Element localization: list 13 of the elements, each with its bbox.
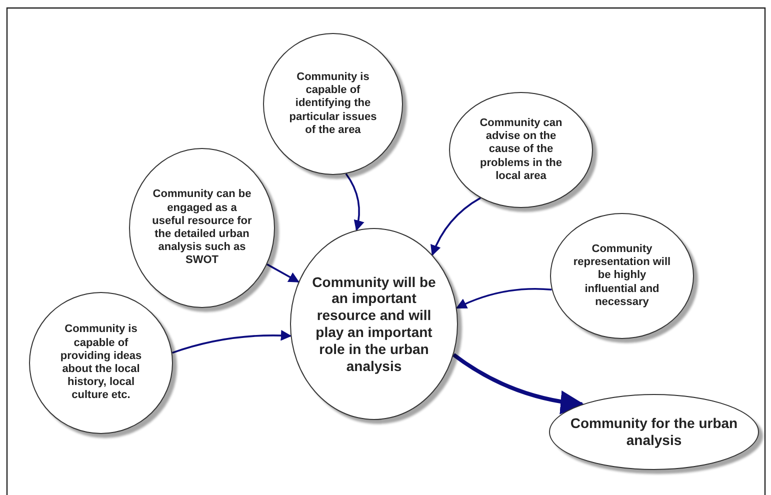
arrow: [430, 197, 481, 256]
node-text: Community for the urban analysis: [569, 415, 739, 449]
arrow: [266, 264, 300, 283]
node-text: Community is capable of identifying the particular issues of the area: [288, 71, 378, 137]
arrow: [345, 173, 364, 232]
node-text: Community can advise on the cause of the problems in the local area: [478, 117, 564, 183]
arrow: [172, 330, 292, 354]
arrow: [456, 288, 552, 309]
node-text: Community can be engaged as a useful resource for the detailed urban analysis such as SWOT: [151, 188, 253, 268]
node-text: Community will be an important resource and will play an important role in the urban analysis: [311, 274, 437, 374]
node-text: Community is capable of providing ideas about the local history, local culture etc.: [59, 323, 143, 403]
arrow: [452, 353, 585, 414]
node-text: Community representation will be highly influential and necessary: [572, 243, 672, 309]
